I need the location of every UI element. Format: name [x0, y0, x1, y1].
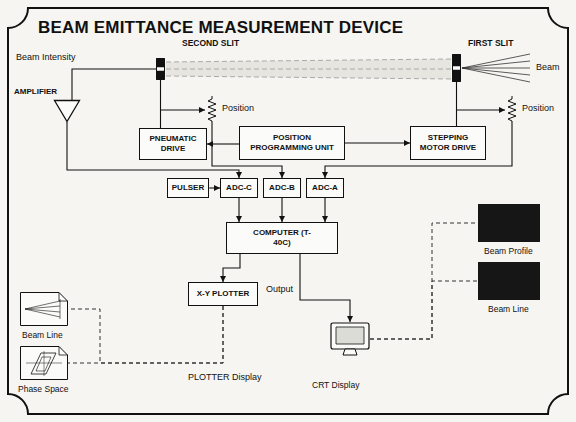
amplifier-triangle: AMPLIFIER: [54, 100, 80, 122]
plot-axes: [26, 351, 62, 376]
monitor-case: [331, 323, 369, 349]
position-signal-wire: [325, 121, 512, 178]
phase-space-contour: [36, 357, 51, 371]
slit-jaw: [157, 71, 165, 80]
box-label: PNEUMATIC DRIVE: [144, 134, 202, 153]
sheet-outline: [21, 293, 68, 326]
plot-sheet: Beam Line: [20, 292, 68, 326]
process-box: PULSER: [167, 178, 209, 198]
signal-connector: [223, 254, 240, 282]
box-label: X-Y PLOTTER: [197, 289, 250, 299]
position-pot-arrow: [161, 110, 205, 111]
display-link: [68, 306, 223, 363]
process-box: ADC-A: [306, 178, 344, 198]
position-pot-arrow: [457, 110, 505, 111]
shape-caption: Beam Line: [22, 330, 63, 340]
process-box: X-Y PLOTTER: [188, 282, 258, 306]
plot-sheet-drawing: [20, 346, 68, 380]
signal-connector: [300, 254, 350, 322]
annotation-label: Position: [522, 103, 554, 114]
sheet-fold: [59, 347, 68, 356]
slit-assembly: FIRST SLIT: [452, 54, 461, 82]
beam-rays: [462, 54, 530, 82]
sheet-outline: [21, 347, 68, 380]
shape-caption: FIRST SLIT: [468, 38, 513, 48]
annotation-label: Output: [266, 284, 293, 295]
annotation-label: PLOTTER Display: [188, 372, 262, 383]
signal-connector: [345, 142, 410, 143]
display-link: [370, 281, 478, 339]
beam-edge: [166, 59, 451, 79]
box-label: COMPUTER (T-40C): [252, 228, 312, 247]
box-label: ADC-C: [226, 183, 252, 193]
crt-monitor: CRT Display: [330, 322, 370, 356]
slit-assembly: SECOND SLIT: [156, 58, 165, 80]
process-box: STEPPING MOTOR DRIVE: [410, 126, 486, 160]
shape-caption: SECOND SLIT: [182, 38, 239, 48]
annotation-label: Position: [222, 103, 254, 114]
display-link: [370, 223, 478, 339]
slit-jaw: [157, 59, 165, 68]
signal-connector: [67, 122, 239, 178]
shape-caption: CRT Display: [312, 380, 359, 390]
slit-assembly-drawing: [452, 54, 461, 82]
box-label: PULSER: [172, 183, 204, 193]
plot-sheet-drawing: [20, 292, 68, 326]
process-box: ADC-C: [220, 178, 258, 198]
process-box: PNEUMATIC DRIVE: [139, 128, 207, 160]
shape-caption: AMPLIFIER: [14, 87, 57, 97]
annotation-label: Beam: [536, 62, 560, 73]
display-panel: Beam Profile: [478, 204, 540, 242]
annotation-label: Beam Intensity: [16, 52, 76, 63]
shape-caption: Beam Line: [488, 304, 529, 314]
display-panel: Beam Line: [478, 262, 540, 300]
monitor-screen: [336, 327, 364, 344]
plot-sheet: Phase Space: [20, 346, 68, 380]
box-label: STEPPING MOTOR DRIVE: [415, 133, 481, 152]
signal-connector: [324, 198, 325, 222]
process-box: COMPUTER (T-40C): [226, 222, 338, 254]
slit-frame: [453, 55, 461, 82]
box-label: ADC-A: [312, 183, 338, 193]
signal-connector: [238, 198, 239, 222]
slit-jaw: [453, 70, 461, 82]
slit-jaw: [453, 55, 461, 67]
process-box: POSITION PROGRAMMING UNIT: [239, 126, 345, 160]
signal-connector: [281, 198, 282, 222]
frame-border: [8, 8, 568, 414]
box-label: ADC-B: [269, 183, 295, 193]
beam-line-plot: [25, 299, 60, 319]
signal-connector: [209, 187, 220, 188]
signal-connector: [72, 69, 156, 100]
slit-assembly-drawing: [156, 58, 165, 80]
phase-space-contour: [31, 353, 56, 374]
process-box: ADC-B: [263, 178, 301, 198]
diagram-title: BEAM EMITTANCE MEASUREMENT DEVICE: [38, 18, 403, 38]
amplifier-triangle: [55, 101, 80, 122]
amplifier-triangle-drawing: [54, 100, 80, 122]
crt-monitor-drawing: [330, 322, 370, 356]
slit-frame: [157, 59, 165, 80]
display-link: [68, 306, 223, 363]
signal-connector: [160, 80, 161, 128]
shape-caption: Beam Profile: [484, 246, 533, 256]
position-pot-symbol: [208, 96, 216, 121]
beam-envelope: [166, 59, 451, 79]
signal-connector: [456, 82, 457, 126]
monitor-stand: [343, 349, 357, 355]
box-label: POSITION PROGRAMMING UNIT: [244, 133, 340, 152]
shape-caption: Phase Space: [18, 384, 69, 394]
position-pot-symbol: [508, 96, 516, 121]
signal-connector: [207, 143, 239, 144]
